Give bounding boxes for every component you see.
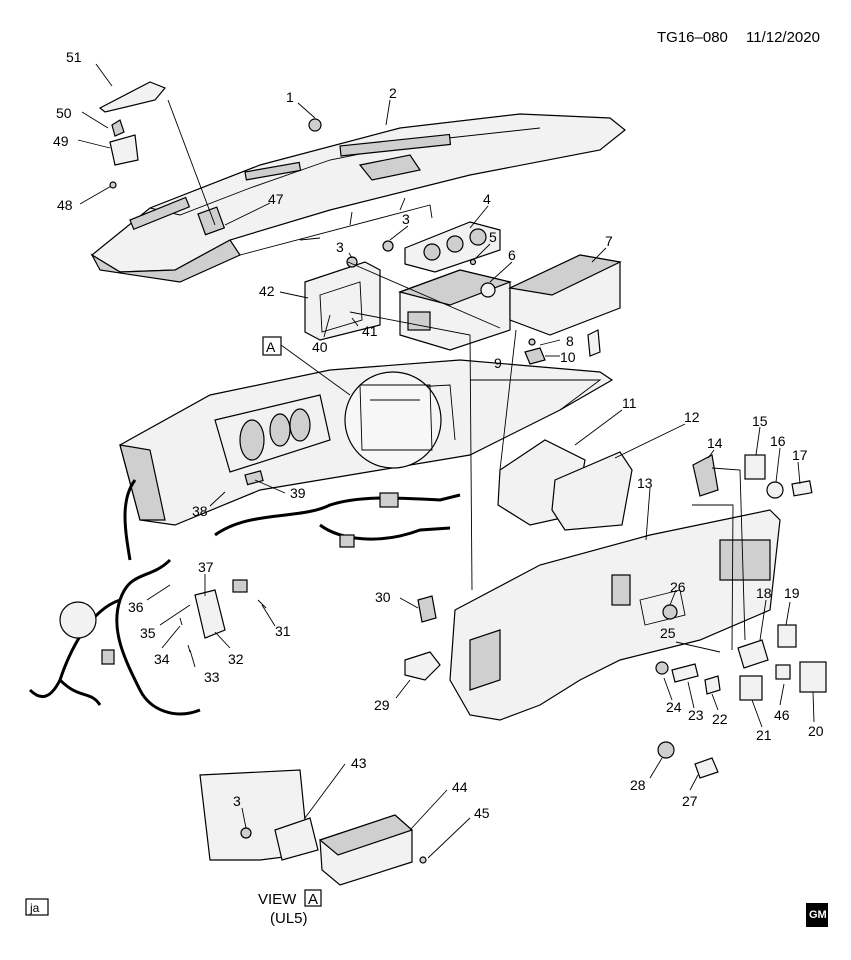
- callout-40: 40: [312, 339, 328, 355]
- callout-44: 44: [452, 779, 468, 795]
- callout-39: 39: [290, 485, 306, 501]
- callout-43: 43: [351, 755, 367, 771]
- callout-25: 25: [660, 625, 676, 641]
- callout-21: 21: [756, 727, 772, 743]
- view-label: VIEW: [258, 891, 297, 908]
- callout-24: 24: [666, 699, 682, 715]
- radio-bracket: [304, 261, 381, 341]
- callout-34: 34: [154, 651, 170, 667]
- radio-receiver: [397, 269, 513, 351]
- callout-1: 1: [286, 89, 294, 105]
- diagram-date: 11/12/2020: [746, 29, 820, 46]
- callout-7: 7: [605, 233, 613, 249]
- heater-control: [404, 221, 501, 273]
- callout-6: 6: [508, 247, 516, 263]
- callout-32: 32: [228, 651, 244, 667]
- callout-27: 27: [682, 793, 698, 809]
- callout-49: 49: [53, 133, 69, 149]
- callout-47: 47: [268, 191, 284, 207]
- part-29: [404, 651, 441, 681]
- callout-17: 17: [792, 447, 808, 463]
- gm-logo: [806, 903, 828, 927]
- display-module: [508, 254, 622, 336]
- body-module: [497, 439, 633, 531]
- callout-23: 23: [688, 707, 704, 723]
- callout-48: 48: [57, 197, 73, 213]
- callout-41: 41: [362, 323, 378, 339]
- callout-15: 15: [752, 413, 768, 429]
- callout-30: 30: [375, 589, 391, 605]
- part-32: [194, 589, 226, 639]
- callout-2: 2: [389, 85, 397, 101]
- callout-9: 9: [494, 355, 502, 371]
- callout-3: 3: [402, 211, 410, 227]
- inset-circle: [344, 371, 442, 469]
- callout-18: 18: [756, 585, 772, 601]
- callout-10: 10: [560, 349, 576, 365]
- callout-22: 22: [712, 711, 728, 727]
- callout-5: 5: [489, 229, 497, 245]
- callout-45: 45: [474, 805, 490, 821]
- callout-38: 38: [192, 503, 208, 519]
- callout-42: 42: [259, 283, 275, 299]
- part-51: [98, 81, 166, 113]
- callout-12: 12: [684, 409, 700, 425]
- callout-50: 50: [56, 105, 72, 121]
- fastener-1: [308, 118, 322, 132]
- callout-36: 36: [128, 599, 144, 615]
- callout-16: 16: [770, 433, 786, 449]
- callout-37: 37: [198, 559, 214, 575]
- callout-20: 20: [808, 723, 824, 739]
- corner-tag: ja: [29, 901, 40, 915]
- callout-26: 26: [670, 579, 686, 595]
- callout-14: 14: [707, 435, 723, 451]
- inset-tag: A: [266, 339, 276, 355]
- callout-33: 33: [204, 669, 220, 685]
- upper-dash-pad: [90, 113, 626, 283]
- wiring-harness: [28, 479, 461, 716]
- callout-35: 35: [140, 625, 156, 641]
- view-letter-box: [304, 889, 322, 907]
- callout-4: 4: [483, 191, 491, 207]
- callout-19: 19: [784, 585, 800, 601]
- callout-29: 29: [374, 697, 390, 713]
- callout-51: 51: [66, 49, 82, 65]
- view-letter: A: [308, 891, 318, 908]
- callout-8: 8: [566, 333, 574, 349]
- callout-28: 28: [630, 777, 646, 793]
- callout-3c: 3: [233, 793, 241, 809]
- part-30: [417, 595, 437, 623]
- callout-31: 31: [275, 623, 291, 639]
- callout-11: 11: [622, 395, 637, 411]
- view-a-inset: [199, 769, 427, 886]
- leader-lines: [77, 63, 815, 859]
- lower-trim-panel: [449, 509, 781, 721]
- corner-tag-box: [25, 898, 49, 916]
- callout-13: 13: [637, 475, 653, 491]
- diagram-code: TG16–080: [657, 29, 728, 46]
- gm-logo-text: GM: [809, 909, 827, 921]
- callout-3b: 3: [336, 239, 344, 255]
- callout-labels: 1 2 3 4 5 6 7 8 9 10 11 12 13 14 15 16 1…: [53, 49, 824, 821]
- callout-46: 46: [774, 707, 790, 723]
- view-option: (UL5): [270, 910, 308, 927]
